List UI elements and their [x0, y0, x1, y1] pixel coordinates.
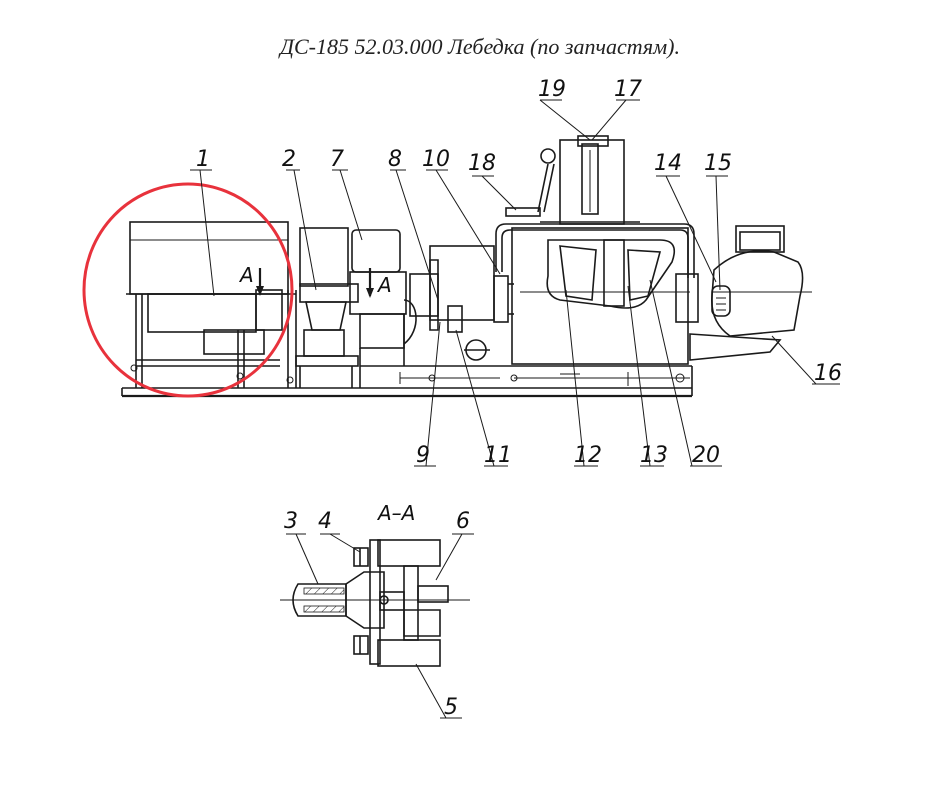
callout-7: 7 — [330, 147, 344, 172]
callout-12: 12 — [574, 443, 602, 468]
drawing-title: ДС-185 52.03.000 Лебедка (по запчастям). — [278, 34, 680, 59]
callout-19: 19 — [538, 77, 566, 102]
callout-14: 14 — [654, 151, 682, 176]
callout-3: 3 — [284, 509, 298, 534]
section-mark-left: А — [238, 263, 264, 296]
drum-housing — [511, 227, 699, 365]
callout-16: 16 — [814, 361, 842, 386]
brake-housing — [409, 245, 514, 361]
callout-18: 18 — [468, 151, 496, 176]
section-letter-right: А — [376, 273, 392, 297]
main-view: А А — [82, 77, 842, 468]
section-letter-left: А — [238, 263, 254, 287]
gearbox-coupling — [286, 227, 359, 388]
section-view-label: А–А — [376, 501, 415, 525]
reducer — [349, 229, 417, 388]
base-frame — [121, 365, 693, 398]
callout-8: 8 — [388, 147, 402, 172]
support-tower — [505, 135, 625, 225]
outlet-unit — [689, 225, 812, 361]
callout-17: 17 — [614, 77, 642, 102]
section-view-a-a: А–А 3 4 6 5 — [280, 501, 474, 720]
section-mark-right: А — [366, 268, 392, 298]
callout-9: 9 — [416, 443, 430, 468]
callout-10: 10 — [422, 147, 450, 172]
callout-2: 2 — [282, 147, 296, 172]
callout-15: 15 — [704, 151, 732, 176]
highlight-ring — [82, 182, 294, 398]
electric-motor — [126, 221, 297, 388]
leader-lines — [190, 99, 840, 467]
callout-4: 4 — [318, 509, 332, 534]
callout-6: 6 — [456, 509, 470, 534]
callout-20: 20 — [692, 443, 720, 468]
callout-11: 11 — [484, 443, 512, 468]
callout-13: 13 — [640, 443, 668, 468]
callout-numbers: 1 2 7 8 10 18 19 17 14 15 16 9 11 12 13 … — [196, 77, 842, 468]
callout-1: 1 — [196, 147, 210, 172]
callout-5: 5 — [444, 695, 458, 720]
